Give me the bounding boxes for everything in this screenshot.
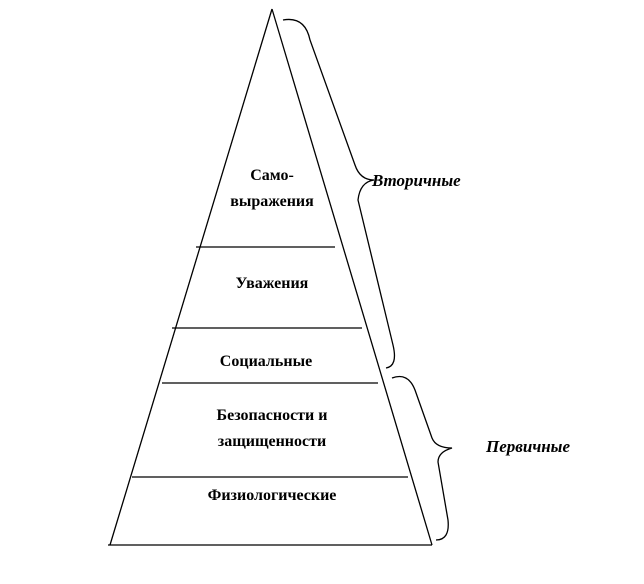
secondary-brace	[282, 18, 396, 369]
level-self-actualization: Само- выражения	[230, 167, 314, 210]
pyramid-left-edge	[109, 8, 273, 546]
svg-text:Само-: Само-	[250, 167, 294, 184]
level-safety: Безопасности и защищенности	[217, 407, 328, 450]
secondary-label: Вторичные	[371, 171, 461, 190]
level-physiological: Физиологические	[208, 487, 337, 504]
svg-text:защищенности: защищенности	[218, 433, 326, 450]
svg-text:Безопасности и: Безопасности и	[217, 407, 328, 424]
level-esteem: Уважения	[236, 275, 309, 292]
primary-label: Первичные	[485, 437, 570, 456]
pyramid-outline	[108, 8, 433, 546]
svg-text:выражения: выражения	[230, 193, 314, 210]
level-social: Социальные	[220, 353, 312, 370]
pyramid-right-edge	[271, 8, 433, 546]
primary-brace	[391, 375, 453, 541]
